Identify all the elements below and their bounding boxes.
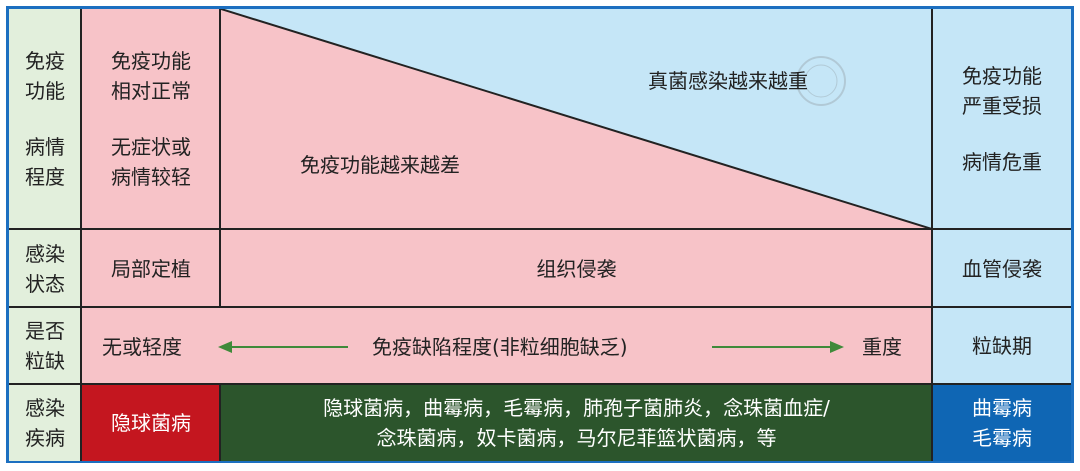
arrow-right-icon xyxy=(830,341,844,353)
label-immune-function: 免疫功能 xyxy=(25,49,65,103)
text-vascular-invasion: 血管侵袭 xyxy=(962,256,1042,281)
text-critical: 病情危重 xyxy=(962,150,1042,174)
grid-line xyxy=(9,306,1071,308)
label-neutropenia: 是否粒缺 xyxy=(25,319,65,373)
text-colonization: 局部定植 xyxy=(111,256,191,281)
grid-line xyxy=(219,384,221,461)
text-immune-normal: 免疫功能相对正常 xyxy=(111,49,191,103)
gradient-triangle xyxy=(221,9,932,229)
label-disease-severity: 病情程度 xyxy=(25,135,65,189)
text-neutropenia-phase: 粒缺期 xyxy=(972,334,1032,358)
cell-vascular-invasion: 血管侵袭 xyxy=(933,230,1071,307)
text-mild: 无症状或病情较轻 xyxy=(111,135,191,189)
text-immune-deficiency-degree: 免疫缺陷程度(非粒细胞缺乏) xyxy=(372,335,628,359)
arrow-left-icon xyxy=(218,341,232,353)
cell-disease-list: 隐球菌病，曲霉病，毛霉病，肺孢子菌肺炎，念珠菌血症/ 念珠菌病，奴卡菌病，马尔尼… xyxy=(221,385,932,461)
diagonal-line xyxy=(221,9,932,229)
text-immune-severe: 免疫功能严重受损 xyxy=(962,64,1042,118)
cell-neutropenia-phase: 粒缺期 xyxy=(933,308,1071,384)
label-infectious-disease: 感染疾病 xyxy=(25,396,65,450)
text-mucormycosis: 毛霉病 xyxy=(972,426,1032,450)
row-label-infection: 感染状态 xyxy=(9,230,81,307)
text-aspergillosis: 曲霉病 xyxy=(972,396,1032,420)
arrow-right-line xyxy=(712,346,832,348)
text-fungal-worse: 真菌感染越来越重 xyxy=(648,69,808,93)
cell-aspergillosis-mucormycosis: 曲霉病 毛霉病 xyxy=(933,385,1071,461)
text-severe: 重度 xyxy=(862,335,902,359)
cell-tissue-invasion: 组织侵袭 xyxy=(221,230,932,307)
arrow-left-line xyxy=(228,346,348,348)
grid-line xyxy=(219,9,221,307)
cell-immune-normal: 免疫功能相对正常 无症状或病情较轻 xyxy=(82,9,220,229)
grid-line xyxy=(80,9,82,461)
text-tissue-invasion: 组织侵袭 xyxy=(536,256,617,281)
text-immune-worse: 免疫功能越来越差 xyxy=(300,153,460,177)
grid-line xyxy=(9,228,1071,230)
text-none-mild: 无或轻度 xyxy=(102,335,182,359)
text-disease-list-1: 隐球菌病，曲霉病，毛霉病，肺孢子菌肺炎，念珠菌血症/ xyxy=(323,396,830,420)
row-label-immune: 免疫功能 病情程度 xyxy=(9,9,81,229)
watermark-logo xyxy=(796,56,846,106)
text-cryptococcosis: 隐球菌病 xyxy=(111,411,191,435)
row-label-neutropenia: 是否粒缺 xyxy=(9,308,81,384)
text-disease-list-2: 念珠菌病，奴卡菌病，马尔尼菲篮状菌病，等 xyxy=(376,426,777,450)
cell-cryptococcosis: 隐球菌病 xyxy=(82,385,220,461)
cell-immune-severe: 免疫功能严重受损 病情危重 xyxy=(933,9,1071,229)
label-infection-status: 感染状态 xyxy=(25,241,65,296)
grid-line xyxy=(931,9,933,461)
grid-line xyxy=(9,383,1071,385)
cell-colonization: 局部定植 xyxy=(82,230,220,307)
row-label-disease: 感染疾病 xyxy=(9,385,81,461)
